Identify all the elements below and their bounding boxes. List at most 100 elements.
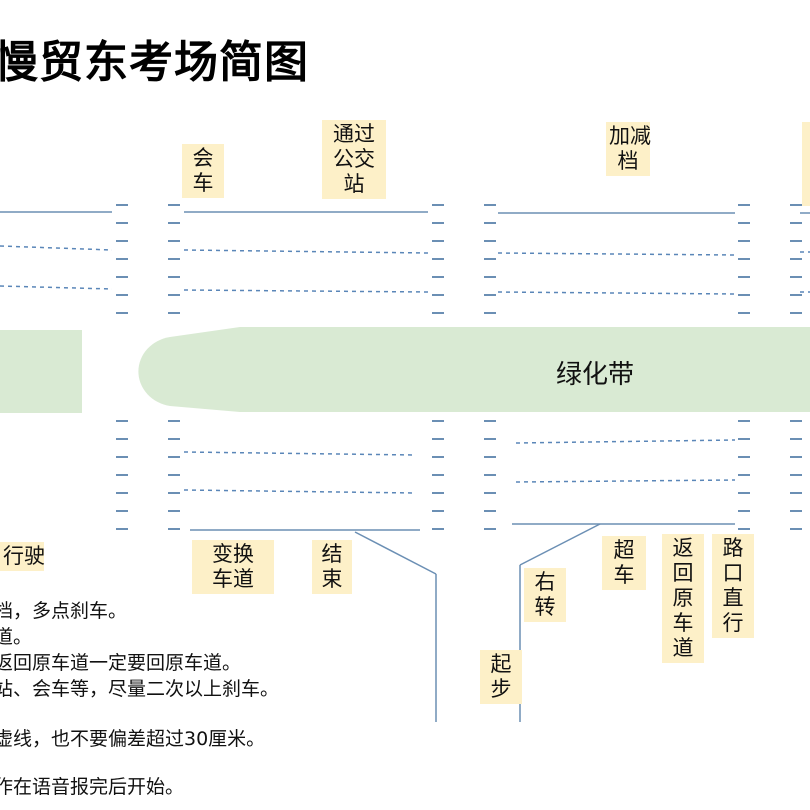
crosswalk-stripe <box>432 258 444 260</box>
crosswalk-stripe <box>432 438 444 440</box>
crosswalk-stripe <box>432 276 444 278</box>
crosswalk-stripe <box>484 240 496 242</box>
crosswalk-stripe <box>738 456 750 458</box>
crosswalk-stripe <box>116 276 128 278</box>
crosswalk-stripe <box>484 222 496 224</box>
crosswalk-stripe <box>484 258 496 260</box>
crosswalk-stripe <box>116 510 128 512</box>
crosswalk-stripe <box>484 294 496 296</box>
green-belt-main <box>138 327 810 412</box>
crosswalk-stripe <box>432 294 444 296</box>
crosswalks <box>116 204 802 530</box>
crosswalk-stripe <box>116 438 128 440</box>
note-item: 站、会车等，尽量二次以上刹车。 <box>0 678 280 700</box>
crosswalk-stripe <box>484 204 496 206</box>
crosswalk-stripe <box>116 492 128 494</box>
label-cropped-right <box>802 122 810 206</box>
crosswalk-stripe <box>738 240 750 242</box>
crosswalk-stripe <box>168 510 180 512</box>
crosswalk-stripe <box>168 276 180 278</box>
crosswalk-stripe <box>168 528 180 530</box>
crosswalk-stripe <box>790 474 802 476</box>
crosswalk-stripe <box>484 528 496 530</box>
crosswalk-stripe <box>116 420 128 422</box>
crosswalk-stripe <box>738 510 750 512</box>
crosswalk-stripe <box>432 474 444 476</box>
crosswalk-stripe <box>168 312 180 314</box>
crosswalk-stripe <box>790 438 802 440</box>
note-item: 档，多点刹车。 <box>0 600 128 622</box>
crosswalk-stripe <box>168 240 180 242</box>
crosswalk-stripe <box>790 294 802 296</box>
crosswalk-stripe <box>738 294 750 296</box>
label-meet: 会车 <box>182 144 224 198</box>
crosswalk-stripe <box>432 510 444 512</box>
crosswalk-stripe <box>738 222 750 224</box>
label-bus-stop: 通过公交站 <box>322 120 386 199</box>
green-belt-label: 绿化带 <box>555 360 634 390</box>
crosswalk-stripe <box>738 528 750 530</box>
crosswalk-stripe <box>790 420 802 422</box>
note-item: 返回原车道一定要回原车道。 <box>0 652 242 674</box>
crosswalk-stripe <box>116 222 128 224</box>
crosswalk-stripe <box>168 204 180 206</box>
crosswalk-stripe <box>484 312 496 314</box>
crosswalk-stripe <box>738 474 750 476</box>
label-intersection: 路口直行 <box>712 534 754 638</box>
crosswalk-stripe <box>432 420 444 422</box>
crosswalk-stripe <box>738 312 750 314</box>
label-right-turn: 右转 <box>524 568 566 622</box>
crosswalk-stripe <box>484 456 496 458</box>
green-belt-left <box>0 330 82 413</box>
crosswalk-stripe <box>432 312 444 314</box>
crosswalk-stripe <box>168 456 180 458</box>
crosswalk-stripe <box>738 276 750 278</box>
crosswalk-stripe <box>738 258 750 260</box>
crosswalk-stripe <box>738 204 750 206</box>
crosswalk-stripe <box>790 258 802 260</box>
crosswalk-stripe <box>790 492 802 494</box>
crosswalk-stripe <box>168 294 180 296</box>
label-accelerate: 加减档 <box>606 122 651 176</box>
crosswalk-stripe <box>116 240 128 242</box>
label-straight-drive: 行驶 <box>0 542 45 571</box>
crosswalk-stripe <box>790 528 802 530</box>
crosswalk-stripe <box>484 510 496 512</box>
crosswalk-stripe <box>116 528 128 530</box>
label-start: 起步 <box>480 650 522 704</box>
crosswalk-stripe <box>116 456 128 458</box>
crosswalk-stripe <box>432 240 444 242</box>
crosswalk-stripe <box>790 222 802 224</box>
crosswalk-stripe <box>168 222 180 224</box>
label-return-lane: 返回原车道 <box>662 534 704 663</box>
crosswalk-stripe <box>168 474 180 476</box>
crosswalk-stripe <box>790 204 802 206</box>
crosswalk-stripe <box>116 258 128 260</box>
crosswalk-stripe <box>738 492 750 494</box>
label-lane-change: 变换车道 <box>192 540 274 594</box>
crosswalk-stripe <box>484 420 496 422</box>
crosswalk-stripe <box>790 240 802 242</box>
road-edges <box>0 211 810 722</box>
crosswalk-stripe <box>484 474 496 476</box>
page-title: 慢贸东考场简图 <box>0 37 309 88</box>
crosswalk-stripe <box>790 456 802 458</box>
crosswalk-stripe <box>738 438 750 440</box>
crosswalk-stripe <box>790 510 802 512</box>
crosswalk-stripe <box>168 492 180 494</box>
label-finish: 结束 <box>312 540 352 594</box>
crosswalk-stripe <box>484 276 496 278</box>
label-overtake: 超车 <box>602 536 646 590</box>
crosswalk-stripe <box>168 438 180 440</box>
crosswalk-stripe <box>116 474 128 476</box>
crosswalk-stripe <box>484 492 496 494</box>
note-item: 作在语音报完后开始。 <box>0 776 185 798</box>
crosswalk-stripe <box>116 204 128 206</box>
crosswalk-stripe <box>738 420 750 422</box>
crosswalk-stripe <box>790 312 802 314</box>
note-item: 虚线，也不要偏差超过30厘米。 <box>0 728 266 750</box>
crosswalk-stripe <box>116 312 128 314</box>
crosswalk-stripe <box>432 204 444 206</box>
crosswalk-stripe <box>116 294 128 296</box>
